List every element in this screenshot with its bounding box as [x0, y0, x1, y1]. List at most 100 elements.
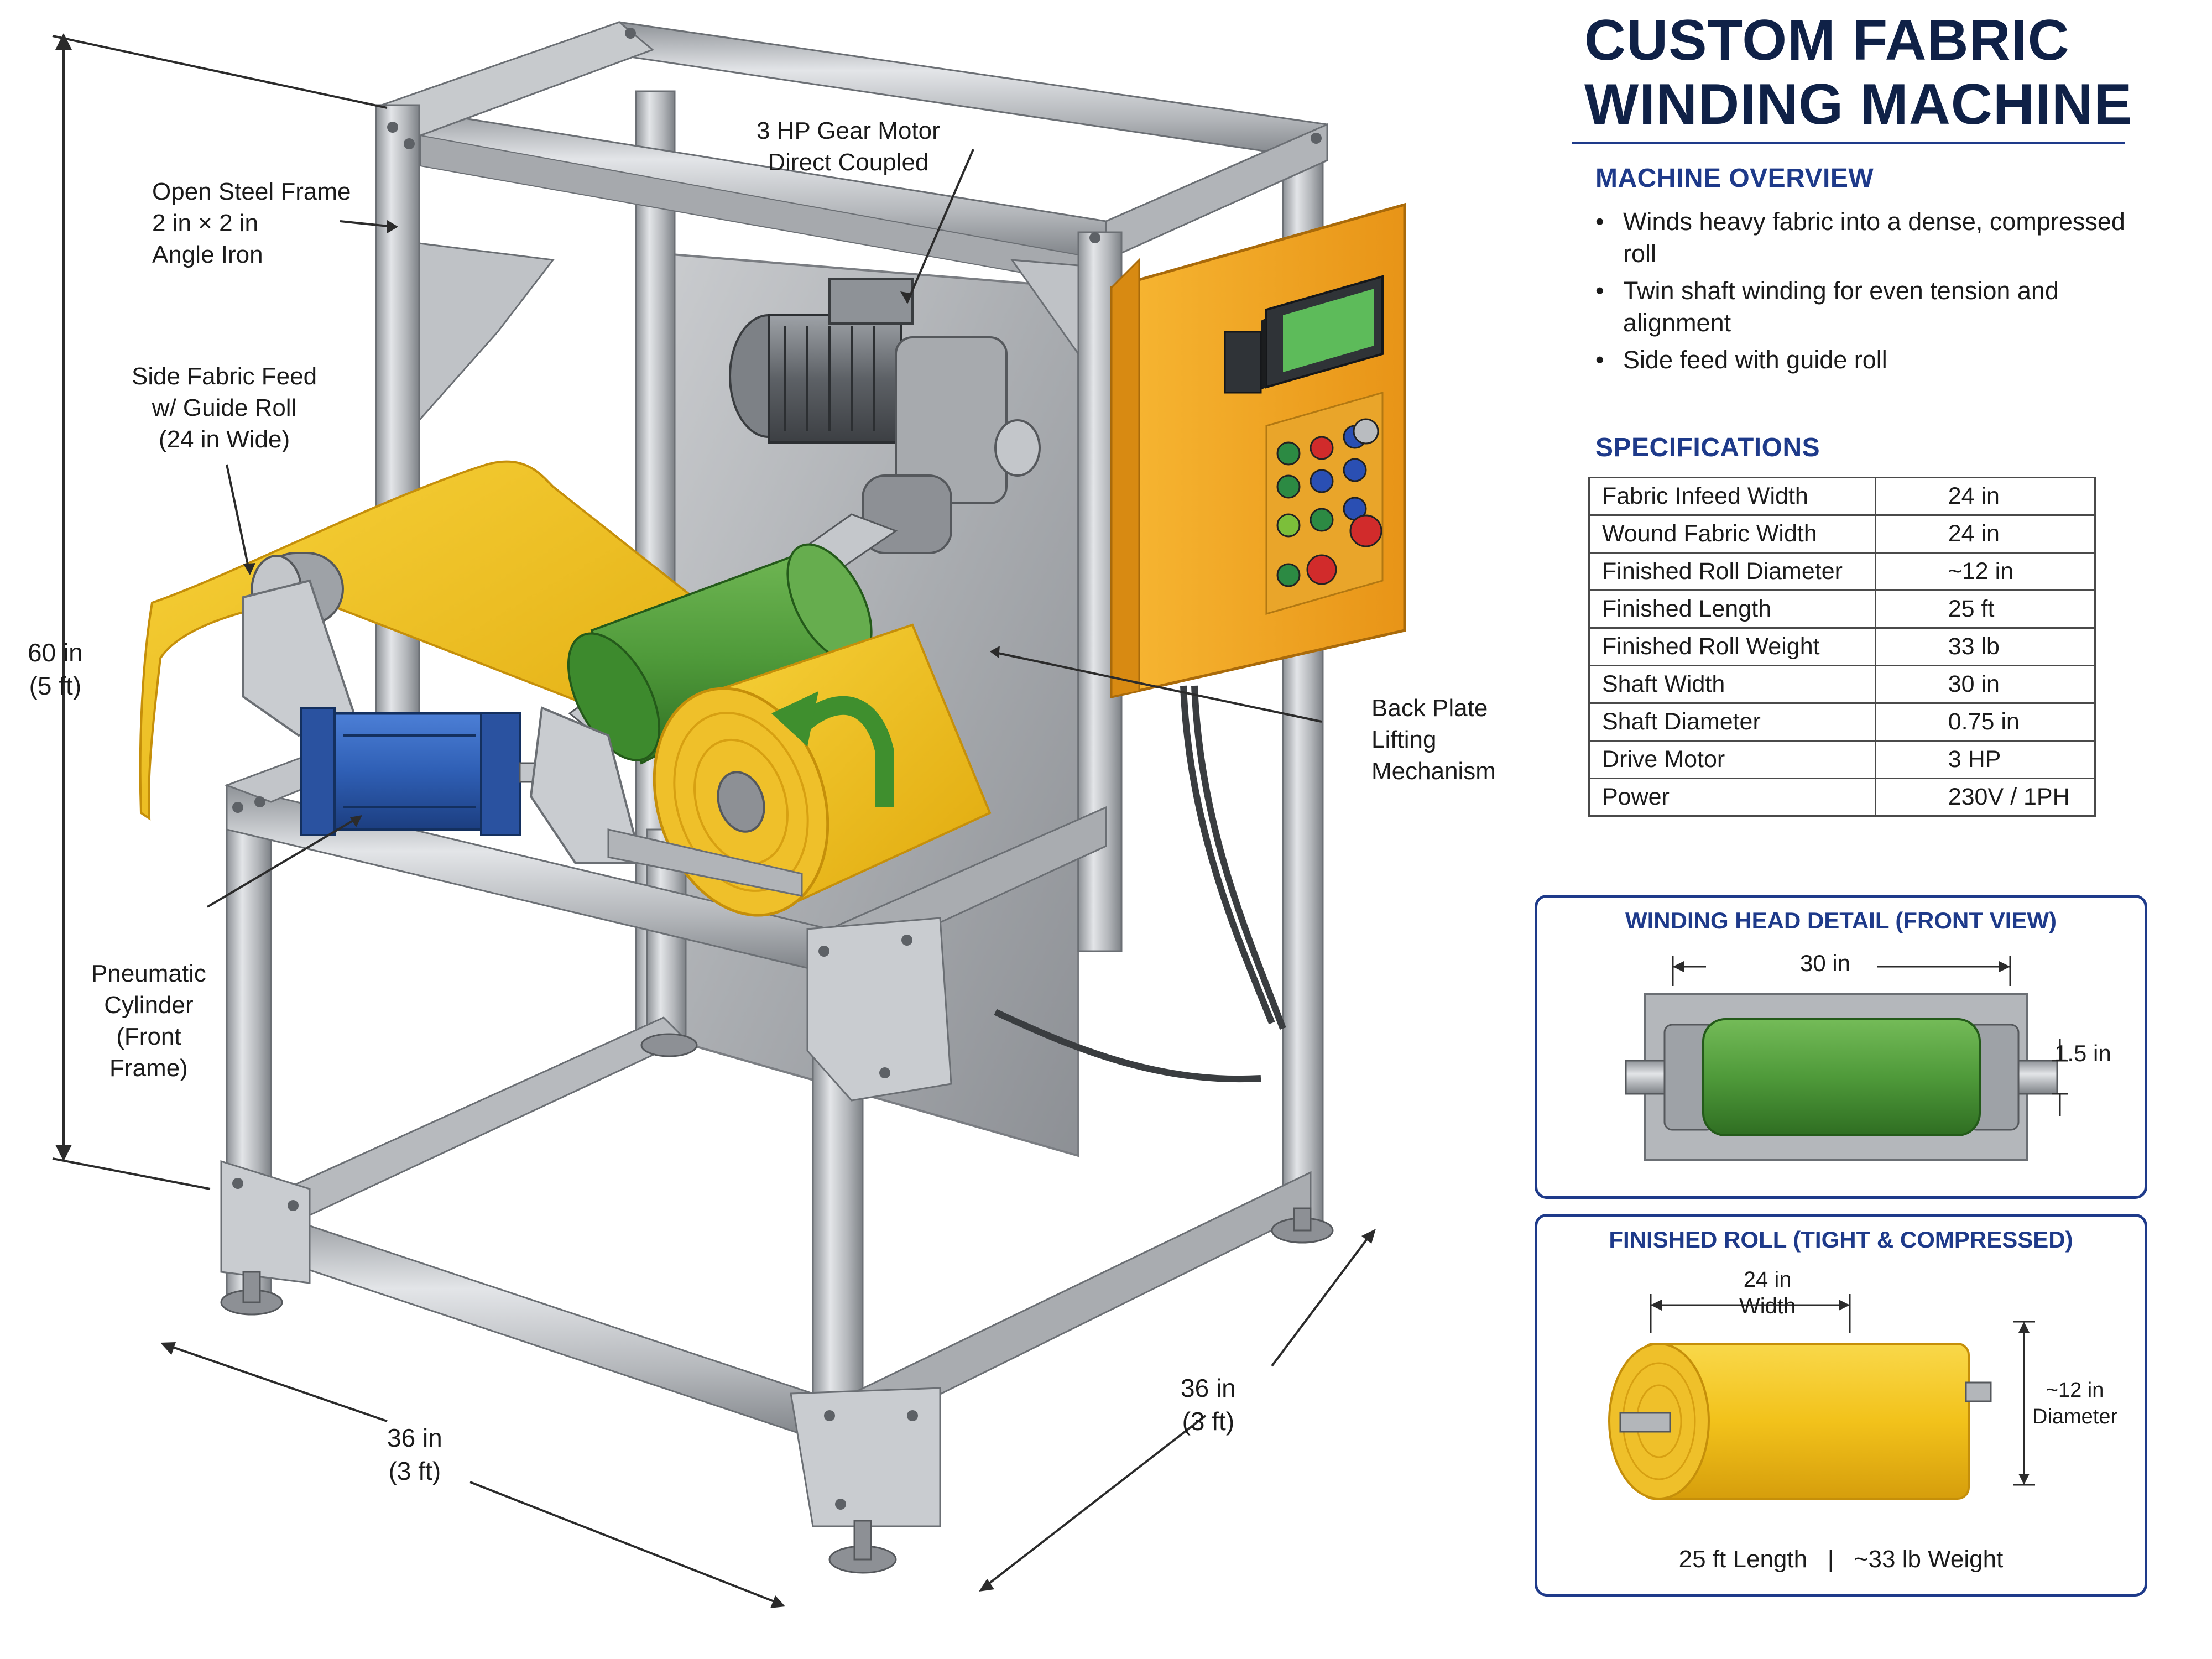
callout-feed-line1: Side Fabric Feed [132, 363, 317, 390]
frame-gusset-top-left [418, 242, 555, 422]
dimension-depth-line1: 36 in [1181, 1374, 1236, 1402]
spec-label: Finished Roll Diameter [1588, 552, 1876, 591]
callout-pneumatic-line1: Pneumatic [91, 960, 206, 987]
motor-fins [784, 326, 875, 431]
winding-head-diameter-dim [2052, 1039, 2068, 1116]
frame-corner-plate-base [790, 1387, 941, 1527]
overview-heading: MACHINE OVERVIEW [1595, 164, 1874, 193]
dimension-width-line1: 36 in [387, 1423, 442, 1452]
dimension-height-line1: 60 in [28, 638, 83, 667]
finished-roll-core-right [1965, 1381, 1992, 1402]
callout-feed: Side Fabric Feed w/ Guide Roll (24 in Wi… [132, 361, 317, 455]
machine-illustration [52, 21, 1406, 1608]
spec-value: 3 HP [1874, 740, 2096, 779]
finished-roll-panel: FINISHED ROLL (TIGHT & COMPRESSED) [1535, 1214, 2147, 1597]
control-box-meter [1261, 318, 1266, 390]
frame-bolts [232, 28, 1322, 1510]
overview-item: Winds heavy fabric into a dense, compres… [1595, 206, 2126, 270]
callout-frame-line1: Open Steel Frame [152, 178, 351, 205]
control-box-screen [1283, 289, 1374, 372]
callout-back-plate: Back Plate Lifting Mechanism [1371, 692, 1496, 787]
finished-roll-width-label: 24 in Width [1739, 1266, 1796, 1319]
finished-roll-drawing [1608, 1294, 2035, 1500]
leveling-feet [220, 1033, 1334, 1574]
winding-head-heading: WINDING HEAD DETAIL (FRONT VIEW) [1625, 907, 2057, 933]
callout-pneumatic-line2: Cylinder [104, 992, 194, 1019]
finished-roll-width-arrow-left [1651, 1300, 1662, 1311]
callout-back-plate-line2: Lifting [1371, 726, 1437, 753]
spec-value: 0.75 in [1874, 702, 2096, 742]
finished-roll-diameter-label: ~12 in Diameter [2032, 1377, 2117, 1430]
dimension-depth: 36 in (3 ft) [1181, 1371, 1236, 1438]
title-line2: WINDING MACHINE [1584, 72, 2133, 137]
frame-gusset-top-right [1010, 259, 1079, 357]
frame-top-rail-front [380, 104, 1107, 261]
callout-motor-line1: 3 HP Gear Motor [757, 117, 940, 144]
winding-head-drawing [1625, 956, 2068, 1161]
finished-roll-width-line1: 24 in [1743, 1267, 1792, 1292]
finished-roll-diameter-line1: ~12 in [2046, 1379, 2104, 1402]
spec-label: Finished Roll Weight [1588, 627, 1876, 666]
winding-head-width-arrow-left [1673, 961, 1684, 972]
finished-roll-core [1619, 1412, 1671, 1433]
finished-roll-diameter-arrow-top [2018, 1322, 2030, 1333]
winding-head-panel: WINDING HEAD DETAIL (FRONT VIEW) [1535, 895, 2147, 1199]
callout-frame-line2: 2 in × 2 in [152, 210, 259, 237]
frame-corner-plate-front [806, 917, 952, 1102]
overview-item: Twin shaft winding for even tension and … [1595, 275, 2126, 339]
spec-label: Power [1588, 778, 1876, 817]
callout-back-plate-line1: Back Plate [1371, 695, 1488, 722]
callout-feed-line2: w/ Guide Roll [152, 394, 297, 421]
callout-feed-line3: (24 in Wide) [158, 426, 290, 453]
frame-base-rail-left [247, 1016, 687, 1234]
finished-roll-diameter-line2: Diameter [2032, 1405, 2118, 1428]
dimension-arrowheads [55, 33, 1376, 1608]
motor-terminal-box [828, 278, 914, 325]
gearbox-output [994, 419, 1041, 477]
spec-label: Wound Fabric Width [1588, 514, 1876, 554]
shaft-support-bracket [607, 828, 803, 897]
callout-pneumatic: Pneumatic Cylinder (Front Frame) [91, 958, 206, 1084]
spec-label: Shaft Diameter [1588, 702, 1876, 742]
finished-roll-diameter-arrow-bottom [2018, 1474, 2030, 1485]
spec-value: 25 ft [1874, 589, 2096, 629]
dimension-depth-line2: (3 ft) [1182, 1407, 1235, 1436]
spec-label: Fabric Infeed Width [1588, 477, 1876, 516]
control-buttons [1276, 418, 1383, 587]
control-box-side [1110, 258, 1140, 698]
control-box-meter-left [1224, 331, 1262, 394]
winding-head-width-arrow-right [1999, 961, 2010, 972]
spec-label: Finished Length [1588, 589, 1876, 629]
callout-back-plate-line3: Mechanism [1371, 758, 1496, 785]
frame-top-rail-left [379, 21, 654, 137]
callout-motor: 3 HP Gear Motor Direct Coupled [757, 115, 940, 178]
front-bearing-plate [529, 706, 643, 864]
callout-frame-line3: Angle Iron [152, 241, 263, 268]
title-underline [1572, 142, 2125, 144]
overview-list: Winds heavy fabric into a dense, compres… [1595, 206, 2126, 381]
callout-pneumatic-line3: (Front [116, 1023, 181, 1050]
dimension-width-line2: (3 ft) [388, 1457, 441, 1485]
overview-item: Side feed with guide roll [1595, 344, 2126, 376]
spec-value: 230V / 1PH [1874, 778, 2096, 817]
frame-corner-plate-left [220, 1160, 311, 1284]
callout-frame: Open Steel Frame 2 in × 2 in Angle Iron [152, 176, 351, 270]
rotation-arrow-head [771, 691, 818, 747]
motor-body [768, 314, 902, 444]
finished-roll-width-arrow-right [1839, 1300, 1850, 1311]
spec-value: ~12 in [1874, 552, 2096, 591]
callout-pneumatic-line4: Frame) [109, 1055, 188, 1082]
page-title: CUSTOM FABRIC WINDING MACHINE [1584, 8, 2132, 137]
dimension-height: 60 in (5 ft) [28, 636, 83, 702]
spec-value: 24 in [1874, 477, 2096, 516]
